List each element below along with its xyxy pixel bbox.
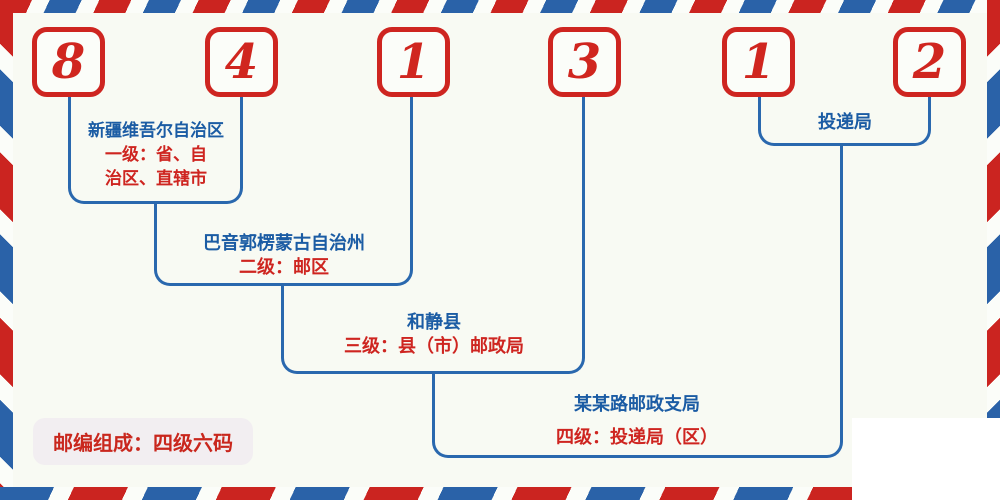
label-delivery-office: 投递局: [818, 110, 872, 134]
level3-region-name: 和静县: [407, 312, 461, 332]
label-level1: 新疆维吾尔自治区 一级：省、自 治区、直辖市: [88, 119, 224, 191]
digit-3: 1: [396, 34, 431, 90]
label-level2: 巴音郭楞蒙古自治州 二级：邮区: [203, 231, 365, 279]
digit-box-3: 1: [377, 27, 450, 97]
delivery-office-name: 投递局: [818, 112, 872, 132]
level4-description: 四级：投递局（区）: [556, 427, 718, 447]
level3-description: 三级：县（市）邮政局: [344, 336, 524, 356]
level1-region-name: 新疆维吾尔自治区: [88, 121, 224, 140]
airmail-stripe-border-right: [987, 0, 1000, 500]
digit-6: 2: [912, 34, 947, 90]
digit-5: 1: [741, 34, 776, 90]
bracket-level1: [68, 97, 243, 204]
label-level4: 某某路邮政支局 四级：投递局（区）: [556, 392, 718, 449]
digit-4: 3: [567, 34, 602, 90]
digit-box-1: 8: [32, 27, 105, 97]
digit-box-5: 1: [722, 27, 795, 97]
digit-box-6: 2: [893, 27, 966, 97]
digit-box-4: 3: [548, 27, 621, 97]
airmail-stripe-border-bottom: [0, 487, 1000, 500]
digit-2: 4: [224, 34, 259, 90]
bracket-level2: [154, 203, 413, 286]
composition-badge-text: 邮编组成：四级六码: [53, 433, 233, 455]
level1-description-line1: 一级：省、自: [105, 145, 207, 164]
composition-badge: 邮编组成：四级六码: [33, 418, 253, 465]
airmail-stripe-border-top: [0, 0, 1000, 13]
bracket-level4: [432, 373, 843, 458]
digit-1: 8: [51, 34, 86, 90]
airmail-stripe-border-left: [0, 0, 13, 500]
bottom-right-white-patch: [852, 418, 1000, 500]
level2-description: 二级：邮区: [239, 257, 329, 277]
level4-office-name: 某某路邮政支局: [574, 394, 700, 414]
connector-line-digit3: [410, 97, 413, 209]
bracket-level3: [281, 285, 585, 374]
connector-line-digit4: [582, 97, 585, 291]
label-level3: 和静县 三级：县（市）邮政局: [344, 310, 524, 358]
connector-line-delivery: [840, 145, 843, 379]
digit-box-2: 4: [205, 27, 278, 97]
level2-region-name: 巴音郭楞蒙古自治州: [203, 233, 365, 253]
bracket-delivery-office: [758, 97, 931, 146]
level1-description-line2: 治区、直辖市: [105, 169, 207, 188]
